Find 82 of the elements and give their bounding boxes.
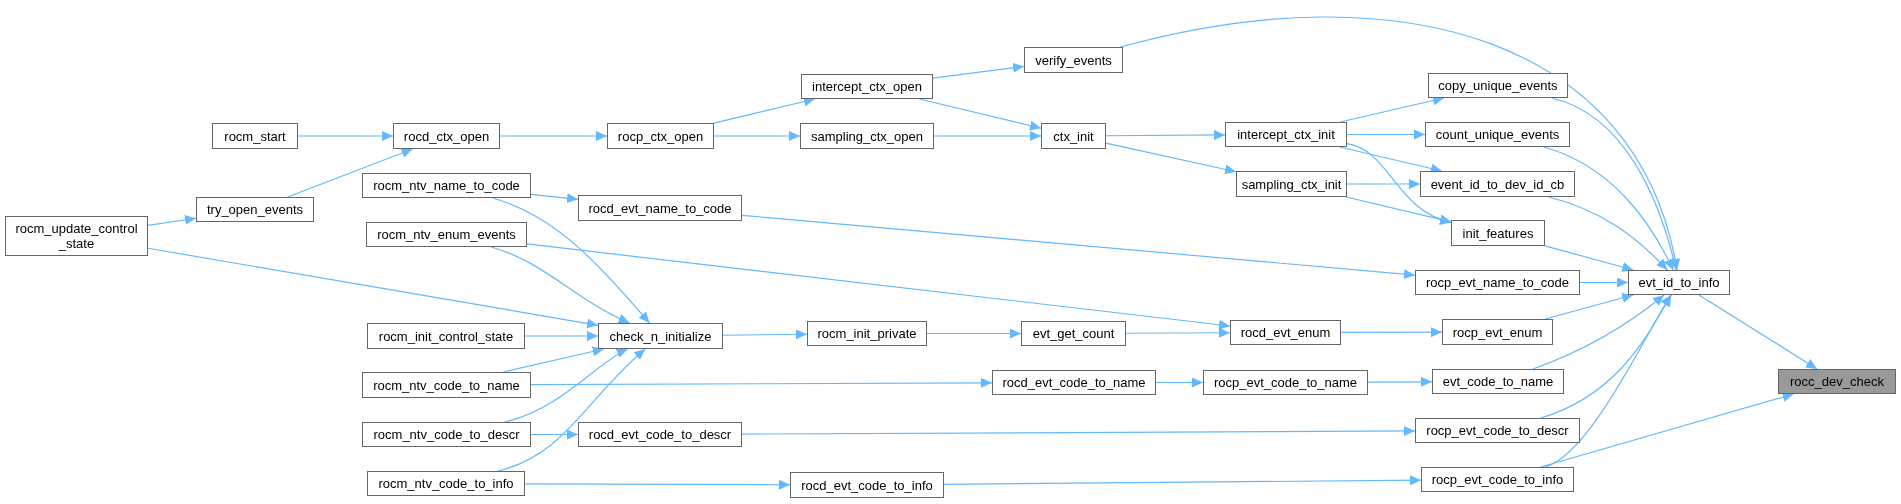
function-box: rocp_ctx_open [607, 123, 714, 149]
function-box: rocm_ntv_name_to_code [362, 173, 531, 198]
arrow [932, 62, 1025, 79]
function-box: sampling_ctx_init [1236, 171, 1347, 197]
arrow [1346, 143, 1452, 224]
function-box: check_n_initialize [598, 323, 723, 349]
arrow [1579, 277, 1629, 288]
arrow [502, 346, 605, 373]
arrow [1551, 97, 1679, 271]
arrow [943, 475, 1422, 486]
arrow [1540, 392, 1795, 468]
function-box: rocd_evt_code_to_descr [578, 422, 742, 447]
function-box: rocm_start [212, 123, 298, 149]
function-box: evt_id_to_info [1628, 270, 1730, 295]
function-box: evt_get_count [1021, 321, 1126, 346]
arrow [1548, 196, 1668, 271]
arrow [1544, 294, 1672, 468]
arrow [1543, 146, 1674, 271]
arrow [741, 214, 1416, 280]
function-box: rocd_evt_code_to_info [790, 472, 944, 498]
function-box: rocd_ctx_open [393, 123, 500, 149]
arrow [1120, 16, 1680, 271]
function-box: event_id_to_dev_id_cb [1420, 171, 1575, 197]
function-box: try_open_events [196, 197, 314, 222]
function-box: rocp_evt_name_to_code [1415, 270, 1580, 295]
arrow [530, 377, 993, 388]
function-box: rocd_evt_name_to_code [578, 195, 742, 221]
arrow [1698, 294, 1818, 370]
function-box: intercept_ctx_init [1225, 122, 1347, 147]
function-box: sampling_ctx_open [800, 123, 934, 149]
arrow [147, 247, 599, 329]
arrow [497, 348, 646, 472]
arrow [918, 98, 1042, 131]
function-box: rocm_ntv_code_to_descr [362, 422, 531, 447]
function-box: rocd_evt_enum [1230, 320, 1341, 345]
highlighted-function-box: rocc_dev_check [1778, 369, 1896, 394]
function-box: rocd_evt_code_to_name [992, 370, 1156, 395]
function-box: copy_unique_events [1428, 73, 1568, 98]
function-box: rocp_evt_code_to_name [1203, 370, 1368, 395]
function-box: rocm_update_control _state [5, 216, 148, 256]
arrow [503, 348, 629, 423]
arrow [741, 425, 1416, 436]
arrow [933, 131, 1042, 141]
arrow [1544, 245, 1634, 272]
arrow [524, 479, 791, 490]
function-box: rocp_evt_enum [1442, 319, 1553, 345]
arrow [1105, 130, 1226, 140]
arrow [1340, 327, 1443, 338]
arrow [1125, 327, 1231, 338]
arrow [722, 329, 808, 340]
arrow [1367, 376, 1433, 387]
arrow [491, 197, 650, 324]
arrow [490, 246, 631, 324]
arrow [713, 131, 801, 141]
function-box: rocm_init_private [807, 321, 927, 346]
function-box: count_unique_events [1425, 122, 1570, 147]
arrow [297, 131, 394, 141]
arrow [499, 131, 608, 141]
arrow [530, 429, 579, 440]
arrow [286, 148, 414, 198]
function-box: ctx_init [1041, 123, 1106, 149]
function-box: rocp_evt_code_to_descr [1415, 418, 1580, 443]
function-box: rocm_ntv_enum_events [366, 222, 527, 247]
function-box: rocm_init_control_state [367, 323, 525, 349]
arrow [1105, 142, 1237, 175]
arrow [147, 214, 197, 226]
arrow [524, 331, 599, 341]
arrow [1346, 179, 1421, 189]
function-box: evt_code_to_name [1432, 369, 1564, 394]
arrow [1544, 293, 1634, 320]
arrow [1345, 196, 1452, 225]
function-box: rocm_ntv_code_to_name [362, 372, 531, 398]
arrow [1346, 129, 1426, 140]
function-box: rocm_ntv_code_to_info [367, 471, 525, 496]
function-box: rocp_evt_code_to_info [1421, 467, 1574, 492]
arrow [926, 328, 1022, 339]
arrow [526, 243, 1231, 330]
function-box: verify_events [1024, 47, 1123, 73]
arrow [1155, 377, 1204, 388]
arrow [530, 193, 579, 204]
function-box: init_features [1451, 220, 1545, 246]
function-box: intercept_ctx_open [801, 74, 933, 99]
